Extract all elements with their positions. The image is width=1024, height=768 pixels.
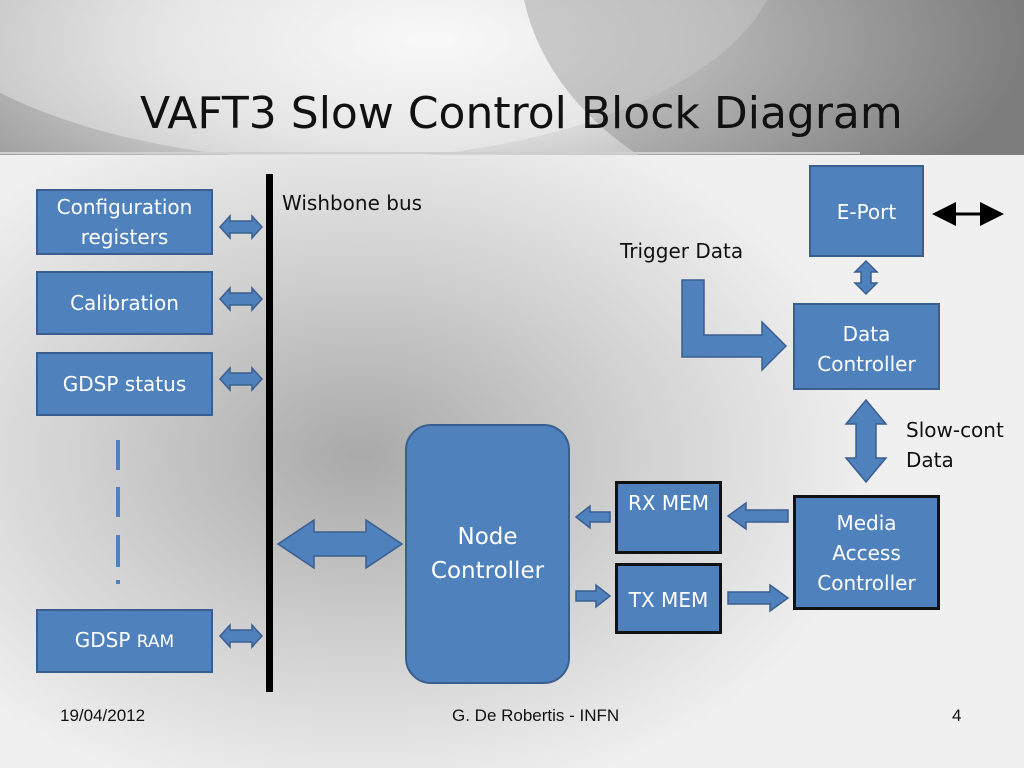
gdsp-ram-label: GDSP RAM: [75, 625, 174, 657]
txmem-mac-arrow: [727, 583, 790, 613]
config-registers-block: Configuration registers: [36, 189, 213, 255]
gdsp-status-block: GDSP status: [36, 352, 213, 416]
eport-datactrl-arrow: [853, 259, 879, 296]
bus-node-arrow: [276, 518, 404, 570]
config-registers-label: Configuration registers: [56, 195, 193, 249]
trigger-data-label: Trigger Data: [620, 239, 744, 263]
node-txmem-arrow: [575, 583, 612, 609]
gdsp-ram-label-main: GDSP: [74, 628, 131, 652]
wishbone-bus-label: Wishbone bus: [282, 191, 423, 215]
gdsp-ram-bus-arrow: [218, 623, 264, 649]
rx-mem-label: RX MEM: [627, 491, 710, 515]
mac-label: Media Access Controller: [817, 511, 916, 595]
trigger-data-arrow: [681, 279, 788, 372]
ellipsis-dashes: [116, 440, 120, 584]
eport-label: E-Port: [836, 200, 897, 224]
title-swoosh-dark: [520, 0, 1024, 155]
calibration-label: Calibration: [70, 291, 179, 315]
gdsp-ram-block: GDSP RAM: [36, 609, 213, 673]
data-controller-block: Data Controller: [793, 303, 940, 390]
calibration-bus-arrow: [218, 286, 264, 312]
node-controller-label: Node Controller: [430, 524, 545, 584]
title-background: [0, 0, 1024, 155]
mac-block: Media Access Controller: [793, 495, 940, 610]
slow-cont-data-label: Slow-cont Data: [906, 418, 1004, 472]
data-controller-label: Data Controller: [817, 322, 916, 376]
mac-rxmem-arrow: [726, 501, 789, 531]
wishbone-bus-line: [266, 174, 273, 692]
footer-author: G. De Robertis - INFN: [452, 706, 620, 725]
footer-page-number: 4: [952, 706, 962, 725]
gdsp-status-bus-arrow: [218, 366, 264, 392]
calibration-block: Calibration: [36, 271, 213, 335]
slide-title: VAFT3 Slow Control Block Diagram: [140, 88, 903, 139]
footer-date: 19/04/2012: [60, 706, 146, 725]
rx-mem-block: RX MEM: [615, 481, 722, 554]
rxmem-node-arrow: [574, 504, 611, 530]
node-controller-block: Node Controller: [405, 424, 570, 684]
eport-block: E-Port: [809, 165, 924, 257]
title-divider: [0, 152, 860, 154]
tx-mem-label: TX MEM: [628, 588, 709, 612]
gdsp-ram-label-small: RAM: [136, 632, 175, 652]
tx-mem-block: TX MEM: [615, 563, 722, 634]
config-bus-arrow: [218, 214, 264, 240]
gdsp-status-label: GDSP status: [62, 372, 187, 396]
datactrl-mac-arrow: [844, 398, 888, 484]
